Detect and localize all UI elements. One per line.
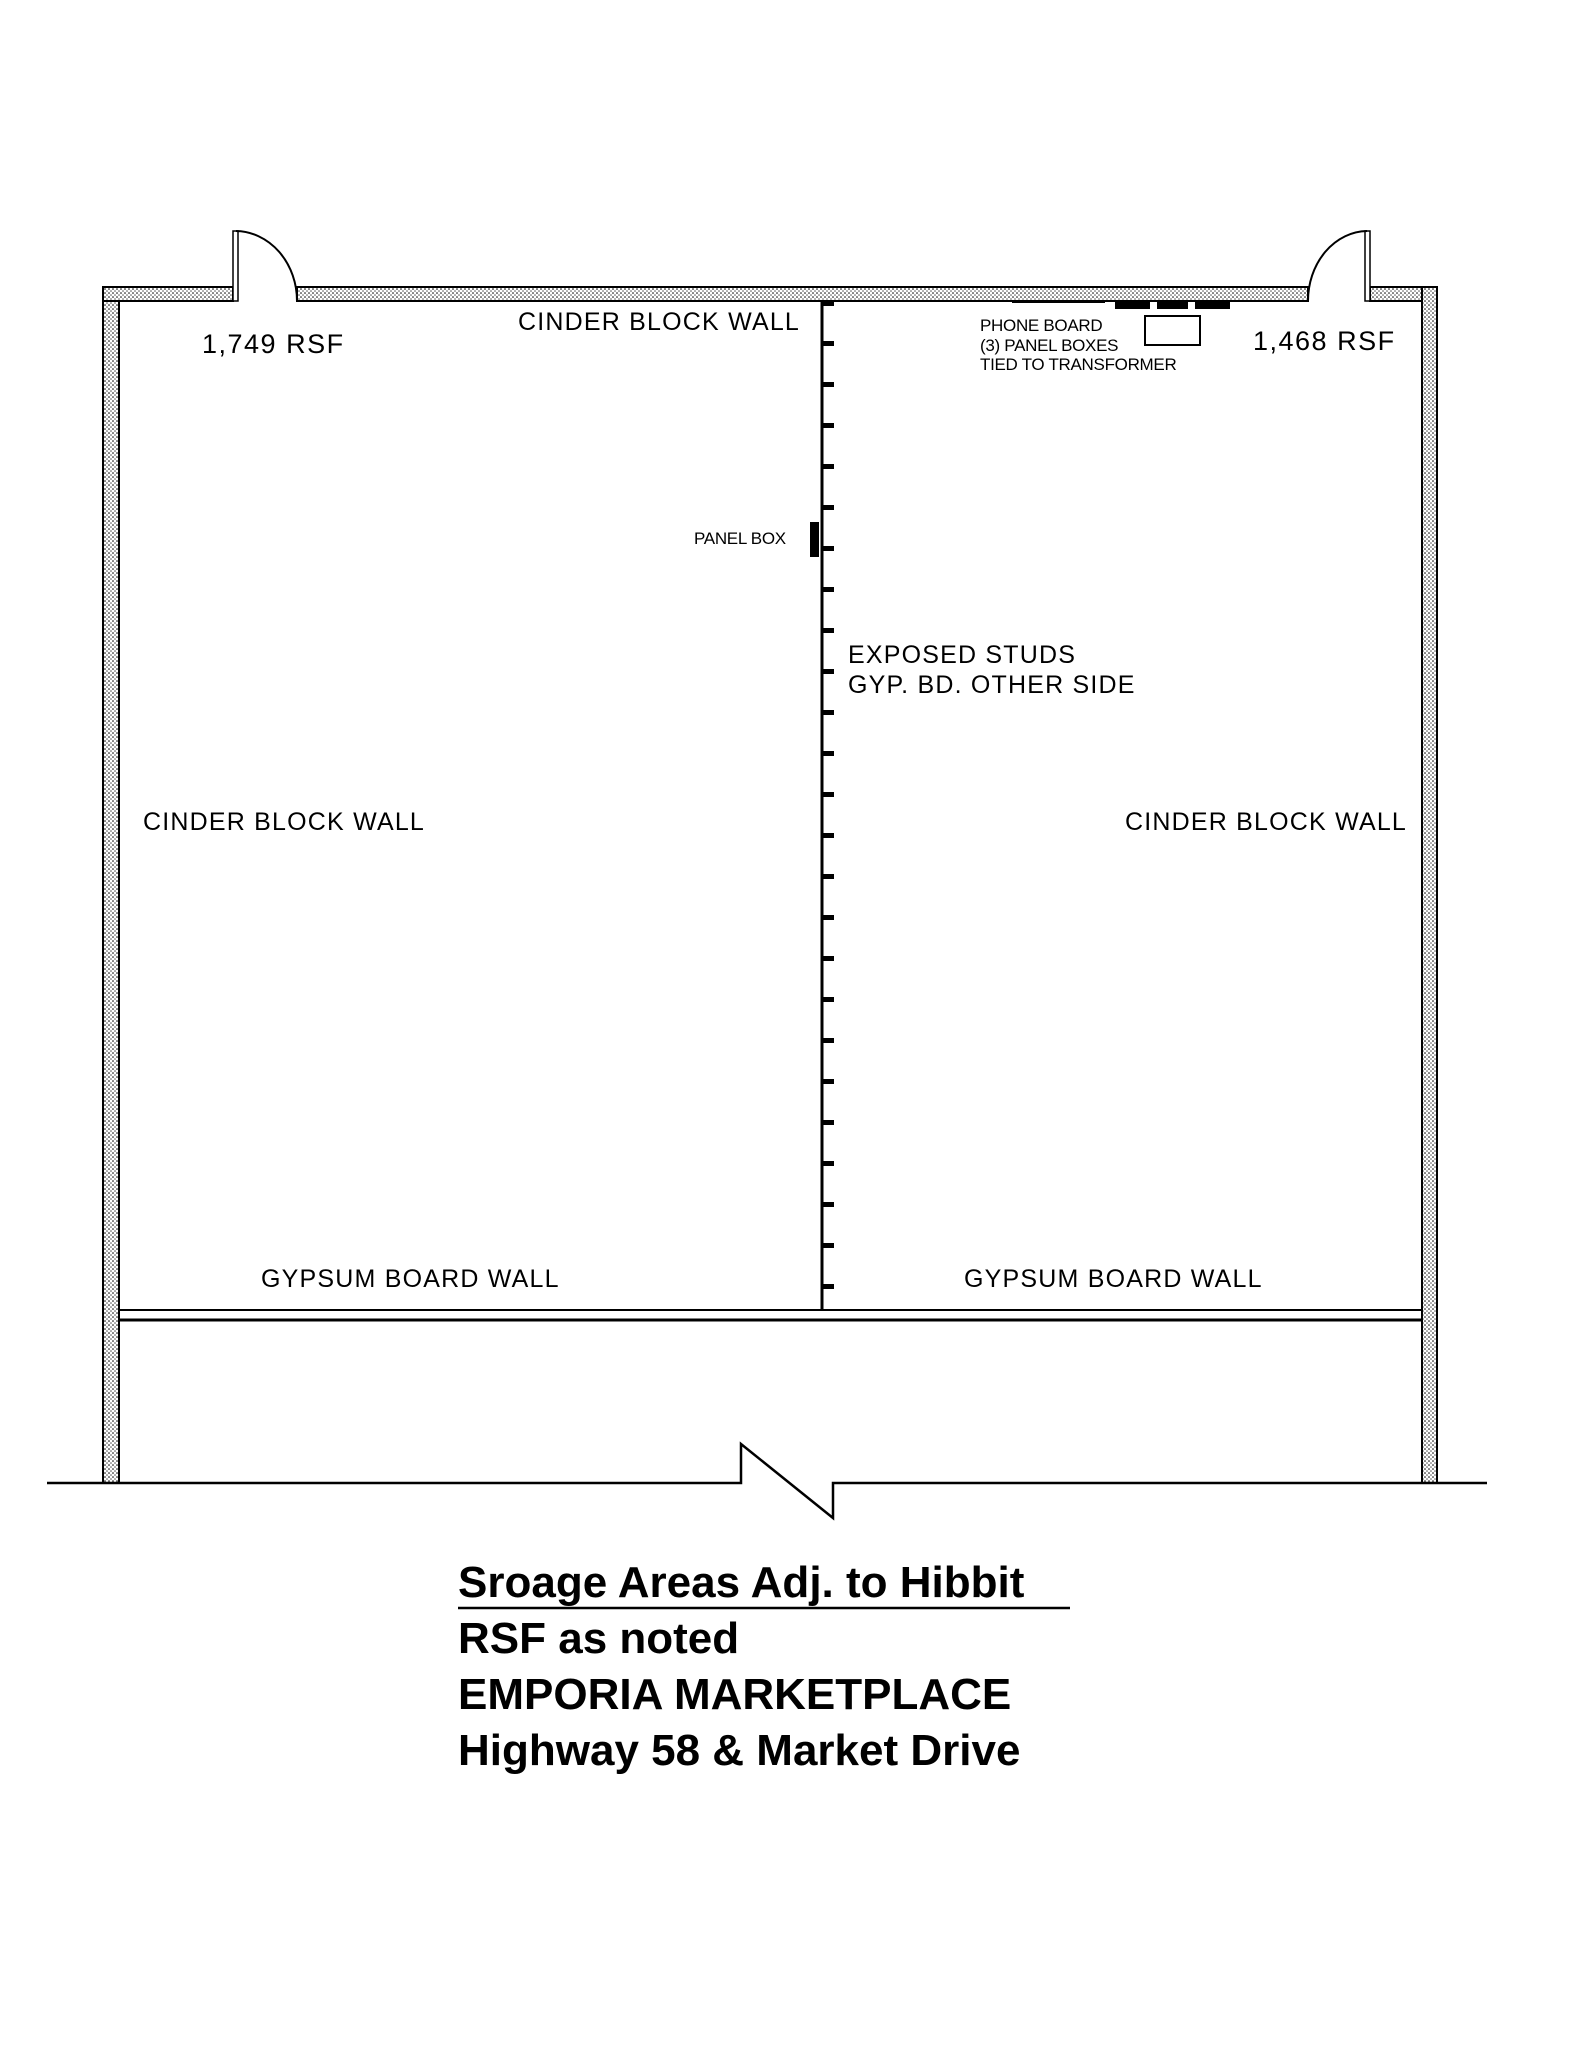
panel-box-1 <box>1115 301 1150 309</box>
title-line-2: RSF as noted <box>458 1614 739 1663</box>
left-top-wall-label: CINDER BLOCK WALL <box>518 308 800 336</box>
left-cinder-block-wall <box>102 286 120 1484</box>
right-side-wall-label: CINDER BLOCK WALL <box>1125 808 1407 836</box>
left-door <box>232 230 298 302</box>
gypsum-board-wall <box>119 1309 1422 1322</box>
right-area-label: 1,468 RSF <box>1253 326 1396 356</box>
right-door <box>1307 230 1371 302</box>
door-leaf <box>1364 230 1371 302</box>
panel-box-2 <box>1157 301 1188 309</box>
panel-box-3 <box>1195 301 1230 309</box>
panel-box-label: PANEL BOX <box>694 529 786 548</box>
utility-note-line-2: (3) PANEL BOXES <box>980 336 1118 355</box>
labels: 1,749 RSF CINDER BLOCK WALL CINDER BLOCK… <box>143 308 1407 1293</box>
utility-note-line-3: TIED TO TRANSFORMER <box>980 355 1176 374</box>
title-line-3: EMPORIA MARKETPLACE <box>458 1670 1011 1719</box>
stud-ticks <box>822 301 834 1289</box>
utility-equipment <box>1012 301 1230 346</box>
demising-note-line-2: GYP. BD. OTHER SIDE <box>848 671 1136 699</box>
exterior-walls <box>102 286 1438 1484</box>
left-area-label: 1,749 RSF <box>202 329 345 359</box>
top-wall-segment-middle <box>296 286 1309 302</box>
utility-note-line-1: PHONE BOARD <box>980 316 1102 335</box>
door-leaf <box>232 230 239 302</box>
title-block: Sroage Areas Adj. to Hibbit RSF as noted… <box>458 1558 1070 1775</box>
top-wall-segment-left <box>102 286 234 302</box>
panel-box-symbol <box>810 522 819 557</box>
demising-note-line-1: EXPOSED STUDS <box>848 641 1076 669</box>
right-bottom-wall-label: GYPSUM BOARD WALL <box>964 1265 1263 1293</box>
door-swing-arc <box>235 230 298 302</box>
left-bottom-wall-label: GYPSUM BOARD WALL <box>261 1265 560 1293</box>
break-line <box>47 1441 1487 1521</box>
door-swing-arc <box>1307 230 1368 302</box>
demising-stud-wall <box>810 301 834 1310</box>
left-side-wall-label: CINDER BLOCK WALL <box>143 808 425 836</box>
right-cinder-block-wall <box>1421 286 1438 1484</box>
title-line-1: Sroage Areas Adj. to Hibbit <box>458 1558 1025 1607</box>
transformer-box <box>1144 315 1201 346</box>
title-line-4: Highway 58 & Market Drive <box>458 1726 1020 1775</box>
